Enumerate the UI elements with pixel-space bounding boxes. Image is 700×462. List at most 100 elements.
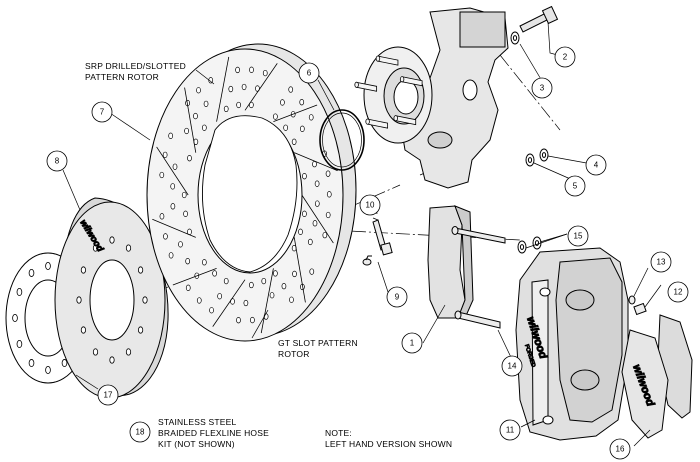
callout-6: 6 <box>298 62 320 84</box>
hose-label-line1: STAINLESS STEEL <box>158 417 236 427</box>
svg-text:13: 13 <box>657 258 666 267</box>
ring-bolt-hole <box>28 359 35 368</box>
rotor-drill-hole <box>309 268 315 275</box>
caliper-part: wilwood FORGED <box>515 247 629 441</box>
rotor-drill-hole <box>325 211 331 219</box>
rotor-drill-hole <box>302 173 307 180</box>
bleeder-screw-part <box>362 219 393 266</box>
svg-text:16: 16 <box>616 445 625 454</box>
note-label-line2: LEFT HAND VERSION SHOWN <box>325 439 452 449</box>
bracket-bolts-part <box>451 226 506 329</box>
rotor-drill-hole <box>184 127 189 135</box>
rotor-drill-hole <box>326 191 332 198</box>
rotor-slot <box>172 267 217 286</box>
rotor-drill-hole <box>159 213 165 220</box>
caliper-bracket-part <box>427 205 474 319</box>
rotor-drill-hole <box>307 238 313 246</box>
callout-12: 12 <box>667 281 689 303</box>
svg-text:15: 15 <box>574 232 583 241</box>
rotor-drill-hole <box>209 307 214 314</box>
rotor-drill-hole <box>170 183 176 190</box>
rotor-slot <box>293 237 306 303</box>
callout-9: 9 <box>386 286 408 308</box>
rotor-drill-hole <box>223 105 229 113</box>
rotor-drill-hole <box>236 317 241 324</box>
rotor-drill-hole <box>289 296 294 303</box>
rotor-drill-hole <box>212 270 217 277</box>
rotor-drill-hole <box>299 125 305 132</box>
rotor-drill-hole <box>185 258 191 265</box>
rotor-drill-hole <box>314 180 320 187</box>
rotor-drill-hole <box>273 270 278 277</box>
rotor-drill-hole <box>187 155 192 162</box>
svg-text:14: 14 <box>508 362 517 371</box>
rotor-drill-hole <box>298 228 303 235</box>
gt-label-line2: ROTOR <box>278 349 310 359</box>
washer-part-3 <box>510 31 520 45</box>
hat-bolt-hole <box>125 348 132 356</box>
hub-stud-tip <box>393 115 398 122</box>
rotor-drill-hole <box>203 100 209 108</box>
svg-text:7: 7 <box>100 108 105 117</box>
rotor-drill-hole <box>299 99 305 106</box>
callout-3: 3 <box>531 77 553 99</box>
hose-label-line3: KIT (NOT SHOWN) <box>158 439 235 449</box>
callout-13: 13 <box>650 251 672 273</box>
rotor-drill-hole <box>283 124 289 131</box>
svg-text:10: 10 <box>366 201 375 210</box>
hat-bolt-hole <box>92 244 99 252</box>
rotor-drill-hole <box>201 259 207 266</box>
hub-stud-tip <box>354 81 359 88</box>
rotor-slot <box>152 218 196 238</box>
rotor-slot <box>294 152 338 172</box>
rotor-drill-hole <box>243 299 249 307</box>
rotor-drill-hole <box>241 83 247 91</box>
ring-bolt-hole <box>61 359 68 368</box>
hose-label-line2: BRAIDED FLEXLINE HOSE <box>158 428 269 438</box>
rotor-drill-hole <box>196 87 201 94</box>
rotor-drill-hole <box>312 220 318 227</box>
hat-bolt-hole <box>80 266 87 274</box>
hub-stud-tip <box>375 55 381 62</box>
rotor-drill-hole <box>178 241 183 248</box>
svg-text:6: 6 <box>307 69 312 78</box>
o-ring-part <box>319 109 365 171</box>
rotor-drill-hole <box>273 113 278 120</box>
rotor-drill-hole <box>308 114 314 121</box>
rotor-slot <box>212 279 246 327</box>
bolt-part-2 <box>519 5 559 33</box>
rotor-drill-hole <box>255 85 260 92</box>
caliper-fitting-part <box>628 295 647 316</box>
callout-7: 7 <box>91 101 113 123</box>
svg-text:8: 8 <box>55 157 60 166</box>
rotor-drill-hole <box>201 124 207 131</box>
rotor-drill-hole <box>217 293 222 300</box>
callout-17: 17 <box>97 384 119 406</box>
svg-text:11: 11 <box>506 426 515 435</box>
ring-bolt-hole <box>45 365 51 374</box>
rotor-slot <box>216 56 230 122</box>
hub-stud-tip <box>399 76 405 83</box>
hat-bolt-hole <box>142 296 148 304</box>
callout-11: 11 <box>499 419 521 441</box>
rotor-drill-hole <box>249 101 254 109</box>
rotor-drill-hole <box>280 99 285 106</box>
ring-bolt-hole <box>45 261 51 270</box>
callout-4: 4 <box>585 154 607 176</box>
rotor-drill-hole <box>292 270 297 278</box>
rotor-slot <box>273 104 318 123</box>
callout-10: 10 <box>359 194 381 216</box>
callout-8: 8 <box>46 150 68 172</box>
rotor-drill-hole <box>162 151 168 159</box>
hat-bolt-hole <box>137 326 144 334</box>
callout-18: 18 <box>129 421 151 443</box>
callout-5: 5 <box>564 175 586 197</box>
rotor-drill-hole <box>314 200 320 207</box>
hat-bolt-hole <box>109 236 115 244</box>
rotor-drill-hole <box>228 85 234 93</box>
callout-14: 14 <box>501 355 523 377</box>
rotor-drill-hole <box>249 66 254 73</box>
rotor-drill-hole <box>325 170 331 177</box>
callout-2: 2 <box>554 46 576 68</box>
callout-circles: 1 2 3 4 5 6 7 8 9 10 11 12 13 14 15 16 1… <box>46 46 689 460</box>
